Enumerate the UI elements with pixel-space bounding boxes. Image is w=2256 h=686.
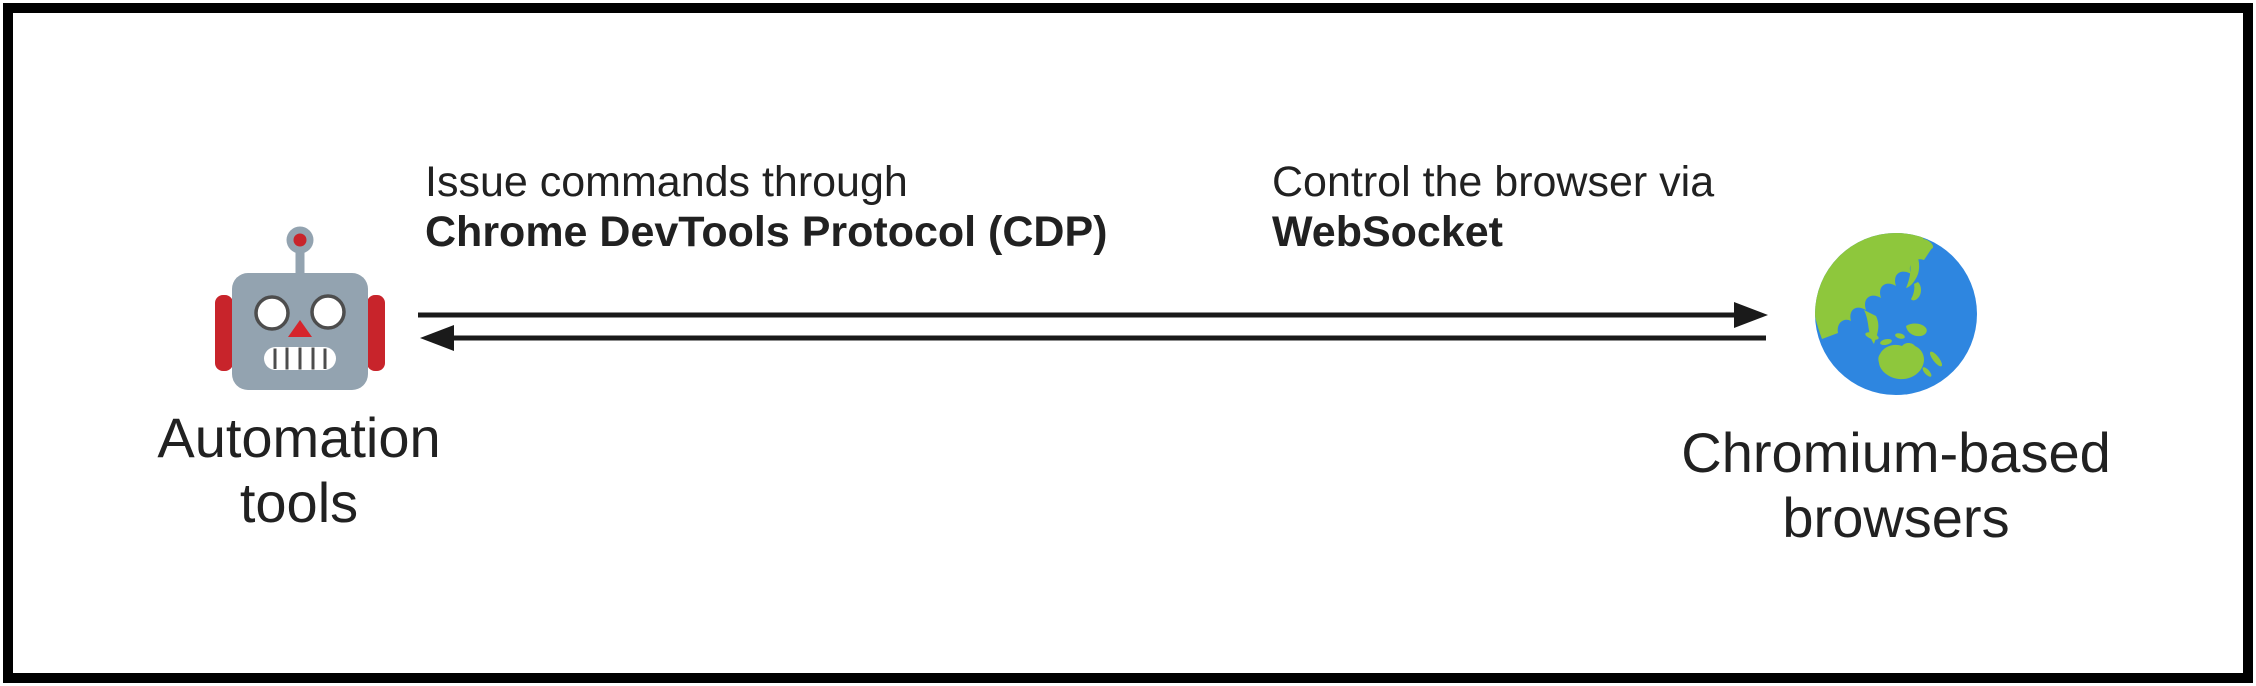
arrow-right-icon [418, 302, 1768, 328]
annotation-line: Issue commands through [425, 158, 908, 206]
annotation-control-browser: Control the browser via WebSocket [1272, 157, 1714, 257]
annotation-line: Control the browser via [1272, 158, 1715, 206]
connection-arrows [418, 302, 1768, 351]
arrow-left-icon [420, 325, 1766, 351]
robot-icon [215, 226, 385, 390]
annotation-line-bold: Chrome DevTools Protocol (CDP) [425, 208, 1108, 256]
label-line: tools [239, 471, 359, 534]
globe-icon [1815, 233, 1977, 395]
label-line: Chromium-based [1681, 421, 2111, 484]
label-line: browsers [1782, 486, 2010, 549]
annotation-line-bold: WebSocket [1272, 208, 1503, 256]
annotation-issue-commands: Issue commands through Chrome DevTools P… [425, 157, 1107, 257]
node-label-automation-tools: Automation tools [99, 405, 499, 535]
label-line: Automation [157, 406, 441, 469]
node-label-chromium-browsers: Chromium-based browsers [1646, 420, 2146, 550]
